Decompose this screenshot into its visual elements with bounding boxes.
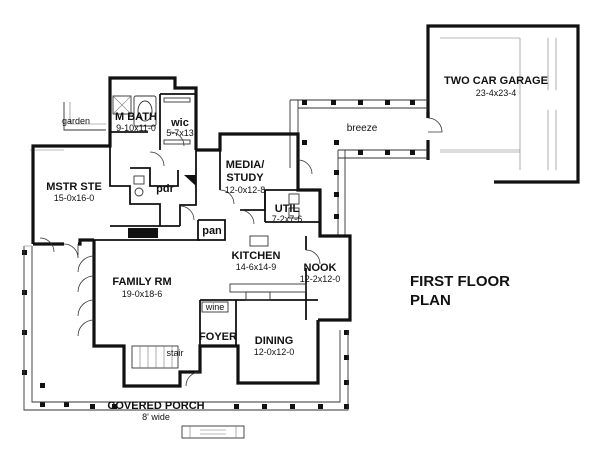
stair-label: stair: [166, 348, 183, 358]
porch-name: COVERED PORCH: [107, 400, 204, 412]
mstr-dims: 15-0x16-0: [54, 193, 95, 203]
foyer-label: FOYER: [199, 331, 237, 343]
wic-name: wic: [170, 117, 189, 129]
garage-dims: 23-4x23-4: [476, 88, 517, 98]
garage-name: TWO CAR GARAGE: [444, 75, 548, 87]
pdr-label: pdr: [156, 183, 174, 195]
garden: [30, 102, 106, 151]
mbath-name: M BATH: [115, 111, 157, 123]
media-dims: 12-0x12-8: [225, 185, 266, 195]
fixtures: [112, 95, 307, 301]
kitchen-dims: 14-6x14-9: [236, 262, 277, 272]
media-name-line2: STUDY: [226, 172, 264, 184]
dining-name: DINING: [255, 335, 294, 347]
doors: [39, 131, 321, 387]
family-dims: 19-0x18-6: [122, 289, 163, 299]
breeze-label: breeze: [347, 123, 378, 134]
wine-label: wine: [205, 302, 225, 312]
garden-label: garden: [62, 116, 90, 126]
porch-dims: 8' wide: [142, 412, 170, 422]
family-name: FAMILY RM: [112, 276, 171, 288]
mstr-name: MSTR STE: [46, 181, 102, 193]
plan-title: FIRST FLOOR PLAN: [410, 273, 510, 309]
dining-dims: 12-0x12-0: [254, 347, 295, 357]
porch-railing: [23, 245, 349, 439]
plan-title-line2: PLAN: [410, 292, 451, 309]
exterior-walls: [31, 76, 352, 388]
kitchen-name: KITCHEN: [232, 250, 281, 262]
wic-dims: 5-7x13: [166, 128, 194, 138]
util-name: UTIL: [275, 203, 300, 215]
garage: [426, 24, 580, 184]
pan-label: pan: [202, 225, 222, 237]
mbath-dims: 9-10x11-0: [116, 123, 156, 133]
nook-dims: 12-2x12-0: [300, 274, 341, 284]
plan-title-line1: FIRST FLOOR: [410, 273, 510, 290]
util-dims: 7-2x7-6: [272, 214, 303, 224]
porch-posts: [22, 100, 415, 409]
room-labels: TWO CAR GARAGE 23-4x23-4 breeze garden M…: [46, 75, 548, 422]
media-name-line1: MEDIA/: [226, 159, 265, 171]
nook-name: NOOK: [304, 262, 337, 274]
